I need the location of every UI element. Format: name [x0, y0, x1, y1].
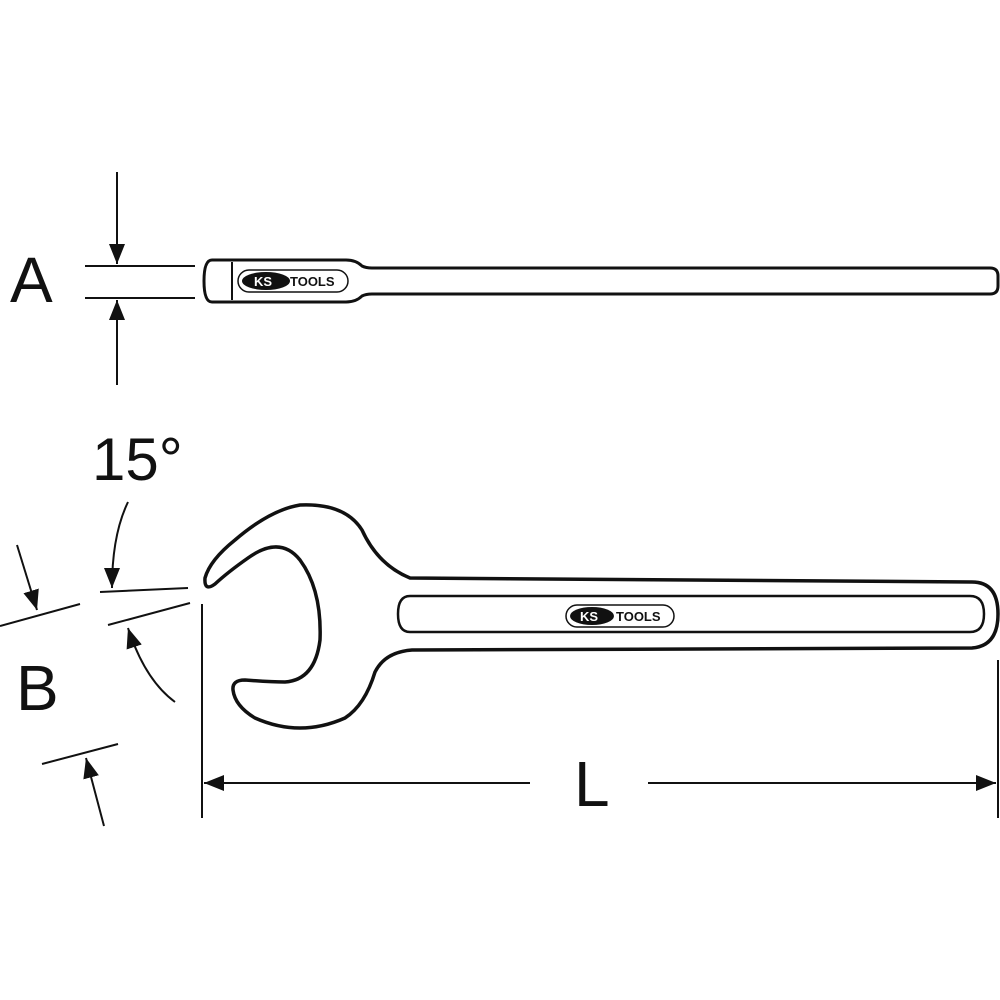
side-view-wrench [202, 258, 1000, 304]
dimension-angle [99, 501, 191, 703]
label-angle: 15° [92, 426, 183, 493]
ks-tools-logo-side: KS TOOLS [237, 269, 349, 293]
logo-tools-text-side: TOOLS [290, 274, 335, 289]
dimension-a [85, 172, 195, 385]
front-view-wrench [203, 503, 1000, 730]
logo-tools-text-front: TOOLS [616, 609, 661, 624]
logo-ks-text-front: KS [580, 609, 598, 624]
label-a: A [10, 244, 53, 316]
dimension-b [0, 544, 119, 827]
logo-ks-text-side: KS [254, 274, 272, 289]
dimension-l [201, 604, 999, 818]
ks-tools-logo-front: KS TOOLS [565, 604, 675, 628]
label-b: B [16, 652, 59, 724]
label-l: L [574, 748, 610, 820]
